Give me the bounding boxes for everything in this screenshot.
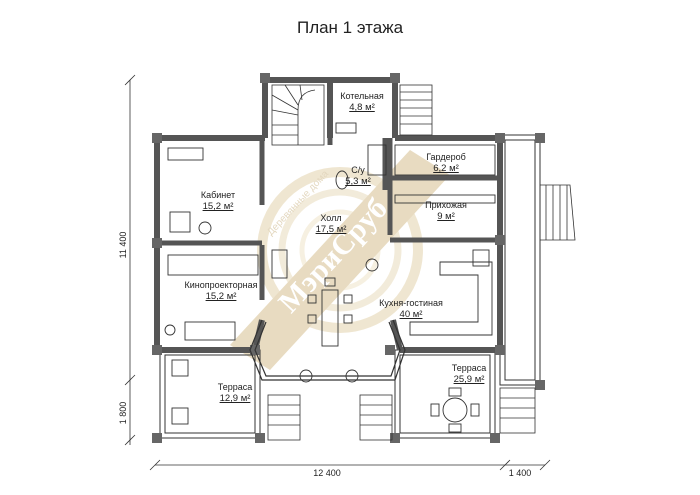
- room-area: 40 м²: [399, 309, 423, 320]
- furniture: [164, 122, 496, 433]
- room-kitchen: Кухня-гостиная 40 м²: [373, 297, 449, 321]
- room-name: Кабинет: [200, 190, 236, 200]
- room-name: Котельная: [340, 91, 384, 101]
- room-area: 12,9 м²: [219, 393, 251, 404]
- room-boiler: Котельная 4,8 м²: [334, 90, 390, 114]
- room-name: Холл: [320, 213, 342, 223]
- room-name: Гардероб: [426, 152, 466, 162]
- room-area: 25,9 м²: [453, 374, 485, 385]
- room-name: Кинопроекторная: [184, 280, 258, 290]
- dim-width-porch: 1 400: [509, 468, 532, 478]
- room-area: 15,2 м²: [205, 291, 237, 302]
- room-cinema: Кинопроекторная 15,2 м²: [178, 279, 264, 303]
- dimension-lines: [124, 74, 551, 471]
- dim-height-terrace: 1 800: [118, 402, 128, 425]
- room-bath: С/у 5,3 м²: [340, 164, 376, 188]
- room-area: 17,5 м²: [315, 224, 347, 235]
- room-hall: Холл 17,5 м²: [308, 212, 354, 236]
- dim-height-total: 11 400: [118, 232, 128, 259]
- room-entry: Прихожая 9 м²: [418, 199, 474, 223]
- room-terrace-left: Терраса 12,9 м²: [207, 381, 263, 405]
- room-area: 4,8 м²: [349, 102, 375, 113]
- room-name: Кухня-гостиная: [379, 298, 443, 308]
- room-area: 5,3 м²: [345, 176, 371, 187]
- side-stairs-right: [539, 184, 576, 241]
- room-name: Терраса: [451, 363, 487, 373]
- room-name: Терраса: [217, 382, 253, 392]
- room-area: 15,2 м²: [202, 201, 234, 212]
- room-name: Прихожая: [425, 200, 467, 210]
- hall-bay: [249, 319, 406, 381]
- porch-stairs-top: [399, 84, 433, 136]
- room-name: С/у: [351, 165, 365, 175]
- dim-width-total: 12 400: [313, 468, 341, 478]
- room-area: 6,2 м²: [433, 163, 459, 174]
- plan-title: План 1 этажа: [296, 18, 404, 37]
- interior-walls: [157, 138, 500, 300]
- terrace-stairs: [267, 387, 536, 441]
- staircase: [271, 84, 325, 146]
- room-terrace-right: Терраса 25,9 м²: [441, 362, 497, 386]
- room-area: 9 м²: [437, 211, 455, 222]
- room-wardrobe: Гардероб 6,2 м²: [418, 151, 474, 175]
- room-office: Кабинет 15,2 м²: [190, 189, 246, 213]
